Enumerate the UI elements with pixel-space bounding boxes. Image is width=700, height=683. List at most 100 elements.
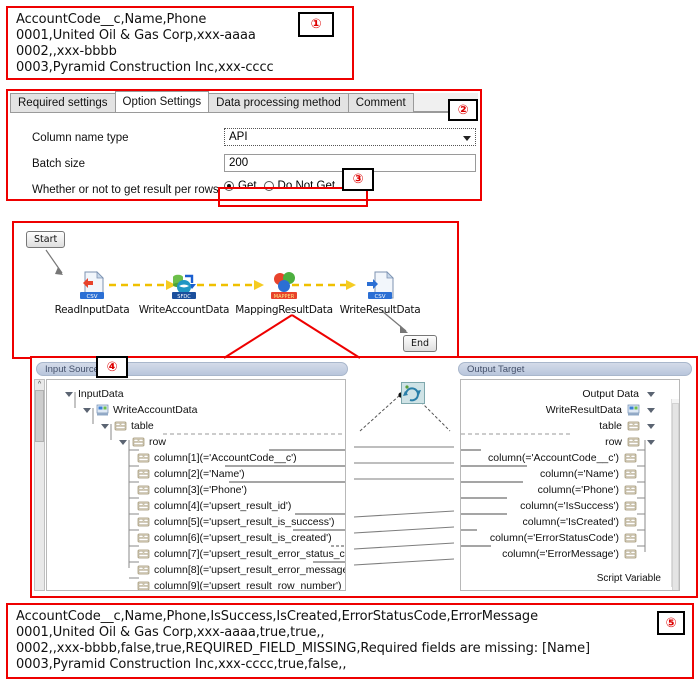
input-tree-wires xyxy=(74,392,345,579)
caret-down-icon[interactable] xyxy=(83,407,91,413)
settings-tabstrip: Required settings Option Settings Data p… xyxy=(10,91,478,113)
tab-data-processing-method[interactable]: Data processing method xyxy=(208,93,349,112)
tree-node-out-errormessage[interactable]: column(='ErrorMessage') xyxy=(461,546,679,562)
radio-get-label: Get xyxy=(238,180,257,192)
annotation-marker-4: ④ xyxy=(96,356,128,378)
table-icon xyxy=(137,452,150,464)
input-tree-scrollbar[interactable]: ^ xyxy=(34,379,45,591)
tree-node-label: InputData xyxy=(78,388,124,400)
flow-start-node[interactable]: Start xyxy=(26,231,66,248)
label-batch-size: Batch size xyxy=(32,158,86,170)
tree-node-inputdata[interactable]: InputData xyxy=(65,386,345,402)
tree-node-label: row xyxy=(149,436,166,448)
tree-node-label: table xyxy=(599,420,622,432)
tree-node-label: column[5](='upsert_result_is_success') xyxy=(154,516,335,528)
radio-do-not-get[interactable]: Do Not Get xyxy=(263,180,336,192)
flow-end-node[interactable]: End xyxy=(403,335,438,352)
tree-node-out-accountcode[interactable]: column(='AccountCode__c') xyxy=(461,450,679,466)
caret-down-icon[interactable] xyxy=(65,391,73,397)
caret-down-icon[interactable] xyxy=(119,439,127,445)
tree-node-label: column[2](='Name') xyxy=(154,468,245,480)
tree-node-row[interactable]: row xyxy=(119,434,345,450)
output-tree-scrollbar[interactable] xyxy=(671,399,679,590)
tree-node-writeresultdata[interactable]: WriteResultData xyxy=(461,402,679,418)
flow-node-mappingresultdata[interactable]: MAPPER MappingResultData xyxy=(229,268,339,316)
radio-do-not-get-label: Do Not Get xyxy=(277,180,336,192)
label-column-name-type: Column name type xyxy=(32,132,129,144)
tree-node-column-3[interactable]: column[3](='Phone') xyxy=(137,482,345,498)
mapper-panel: Input Source ^ xyxy=(30,356,698,598)
tree-node-writeaccountdata[interactable]: WriteAccountData xyxy=(83,402,345,418)
tree-node-column-5[interactable]: column[5](='upsert_result_is_success') xyxy=(137,514,345,530)
tree-node-column-7[interactable]: column[7](='upsert_result_error_status_c… xyxy=(137,546,345,562)
table-icon xyxy=(137,468,150,480)
table-icon xyxy=(624,468,637,480)
flow-node-readinputdata[interactable]: CSV ReadInputData xyxy=(46,268,138,316)
tree-node-out-issuccess[interactable]: column(='IsSuccess') xyxy=(461,498,679,514)
tree-node-row[interactable]: row xyxy=(461,434,679,450)
tree-node-label: column(='ErrorStatusCode') xyxy=(489,532,619,544)
caret-down-icon[interactable] xyxy=(101,423,109,429)
caret-down-icon[interactable] xyxy=(647,439,655,445)
tree-node-label: column(='IsCreated') xyxy=(522,516,619,528)
tree-node-column-6[interactable]: column[6](='upsert_result_is_created') xyxy=(137,530,345,546)
annotation-marker-1: ① xyxy=(298,12,334,37)
scroll-up-icon[interactable]: ^ xyxy=(37,381,42,388)
svg-text:SFDC: SFDC xyxy=(177,294,191,300)
tree-node-label: WriteResultData xyxy=(545,404,622,416)
svg-text:MAPPER: MAPPER xyxy=(274,294,295,300)
tree-node-label: column[1](='AccountCode__c') xyxy=(154,452,297,464)
caret-down-icon[interactable] xyxy=(647,423,655,429)
tree-node-table[interactable]: table xyxy=(101,418,345,434)
mapper-middle-canvas[interactable] xyxy=(354,377,454,593)
csv-read-icon: CSV xyxy=(75,268,109,302)
tree-node-label: column(='ErrorMessage') xyxy=(502,548,619,560)
table-icon xyxy=(627,436,640,448)
scroll-thumb[interactable] xyxy=(35,390,44,442)
tree-node-label: column(='IsSuccess') xyxy=(520,500,619,512)
label-result-per-rows: Whether or not to get result per rows xyxy=(32,184,219,196)
input-source-title: Input Source xyxy=(36,362,348,376)
tree-node-output-data[interactable]: Output Data xyxy=(461,386,679,402)
mapper-function-icon[interactable] xyxy=(401,382,425,404)
tree-node-label: column(='Phone') xyxy=(537,484,619,496)
input-tree[interactable]: InputData WriteAccountData xyxy=(46,379,346,591)
flow-node-writeaccountdata[interactable]: SFDC WriteAccountData xyxy=(132,268,236,316)
tree-node-out-iscreated[interactable]: column(='IsCreated') xyxy=(461,514,679,530)
tab-required-settings[interactable]: Required settings xyxy=(10,93,116,112)
tab-comment[interactable]: Comment xyxy=(347,93,414,112)
table-icon xyxy=(137,500,150,512)
tree-node-table[interactable]: table xyxy=(461,418,679,434)
output-csv-line: AccountCode__c,Name,Phone,IsSuccess,IsCr… xyxy=(16,609,538,624)
tree-node-column-8[interactable]: column[8](='upsert_result_error_message'… xyxy=(137,562,345,578)
caret-down-icon[interactable] xyxy=(647,391,655,397)
tree-node-out-errorstatuscode[interactable]: column(='ErrorStatusCode') xyxy=(461,530,679,546)
scroll-thumb[interactable] xyxy=(672,403,679,590)
output-tree-wires xyxy=(461,433,646,552)
flow-node-label: ReadInputData xyxy=(54,304,130,316)
flow-diagram-panel: Start End xyxy=(12,221,459,359)
tree-node-out-phone[interactable]: column(='Phone') xyxy=(461,482,679,498)
tree-node-column-1[interactable]: column[1](='AccountCode__c') xyxy=(137,450,345,466)
tree-node-column-4[interactable]: column[4](='upsert_result_id') xyxy=(137,498,345,514)
input-csv-panel: AccountCode__c,Name,Phone 0001,United Oi… xyxy=(6,6,354,80)
batch-size-input[interactable]: 200 xyxy=(224,154,476,172)
input-csv-line: AccountCode__c,Name,Phone xyxy=(16,12,207,27)
flow-node-writeresultdata[interactable]: CSV WriteResultData xyxy=(330,268,430,316)
column-name-type-value: API xyxy=(229,131,248,143)
output-csv-line: 0003,Pyramid Construction Inc,xxx-cccc,t… xyxy=(16,657,347,672)
output-tree[interactable]: Output Data WriteResultData xyxy=(460,379,680,591)
caret-down-icon[interactable] xyxy=(647,407,655,413)
column-name-type-select[interactable]: API xyxy=(224,128,476,146)
tree-node-column-9[interactable]: column[9](='upsert_result_row_number') xyxy=(137,578,345,590)
output-target-pane: Output Target xyxy=(456,360,694,594)
radio-get[interactable]: Get xyxy=(224,180,257,192)
tree-node-out-name[interactable]: column(='Name') xyxy=(461,466,679,482)
tree-node-label: table xyxy=(131,420,154,432)
tab-option-settings[interactable]: Option Settings xyxy=(114,91,210,112)
tree-node-label: row xyxy=(605,436,622,448)
tree-node-column-2[interactable]: column[2](='Name') xyxy=(137,466,345,482)
tree-node-label: column[4](='upsert_result_id') xyxy=(154,500,292,512)
mapper-function-wires xyxy=(354,392,454,566)
